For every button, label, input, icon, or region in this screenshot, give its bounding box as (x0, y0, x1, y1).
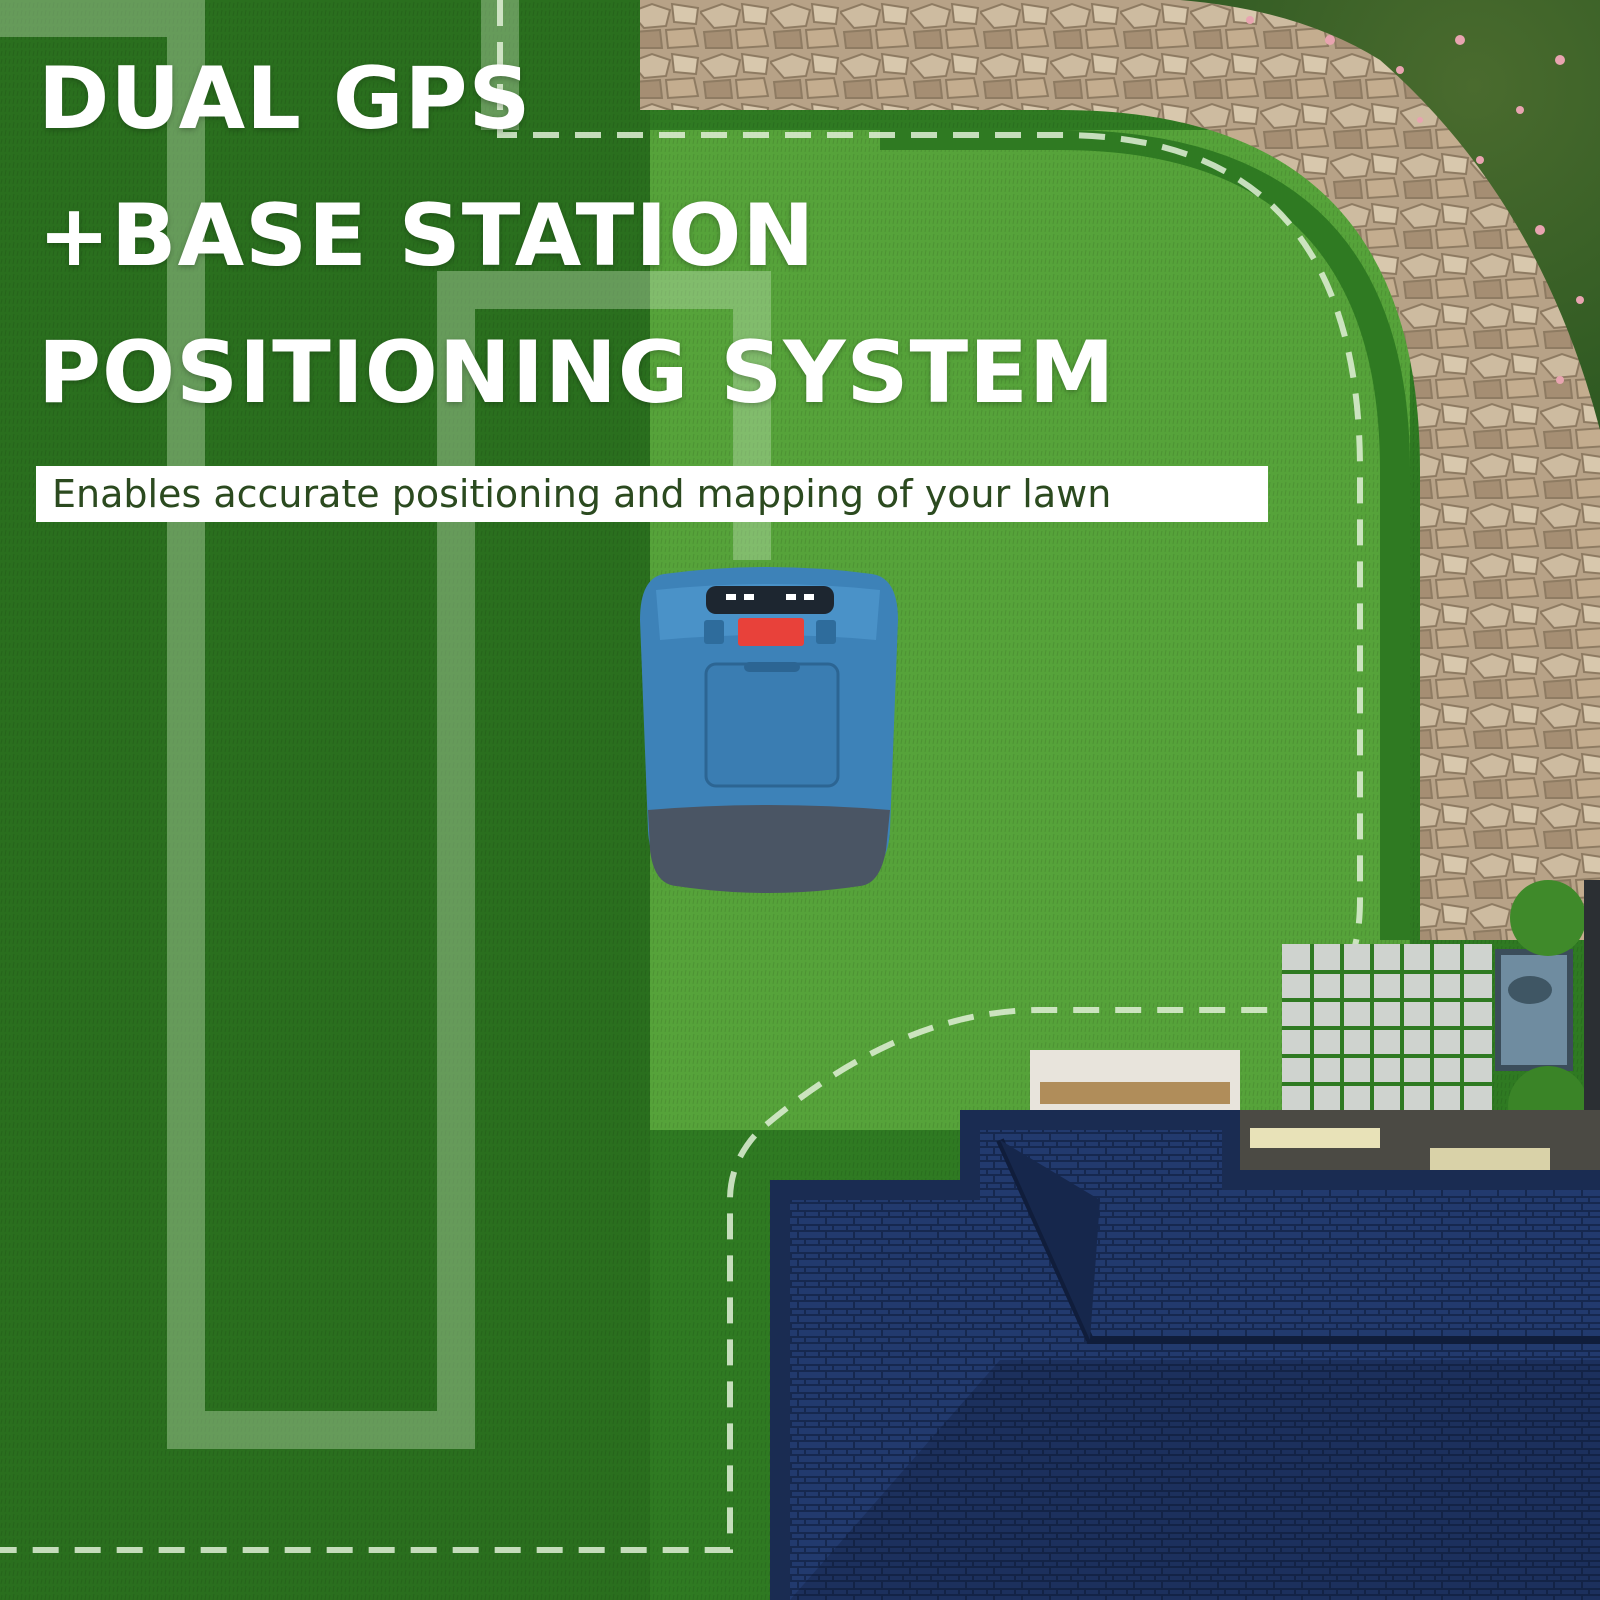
flower-dots (1246, 16, 1584, 384)
robotic-mower (640, 567, 898, 893)
mower-lid (704, 662, 840, 788)
mower-stop-button (738, 618, 804, 646)
stone-path (640, 0, 1600, 940)
headline-line-3: POSITIONING SYSTEM (38, 323, 1116, 423)
patio (1282, 944, 1492, 1132)
water-feature (1495, 949, 1573, 1071)
flower-hedge (1180, 0, 1600, 430)
headline-line-1: DUAL GPS (38, 49, 532, 149)
mower-display (706, 586, 834, 614)
mower-bumper (648, 805, 890, 893)
shrub (1510, 880, 1586, 956)
headline-line-2: +BASE STATION (38, 186, 816, 286)
house-roof (790, 1130, 1600, 1600)
patio-grid (1282, 944, 1492, 1132)
subtitle-banner: Enables accurate positioning and mapping… (36, 466, 1268, 522)
